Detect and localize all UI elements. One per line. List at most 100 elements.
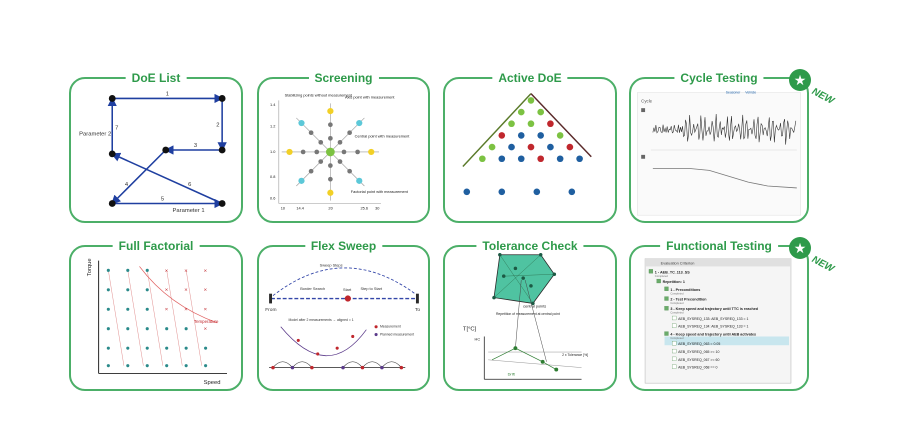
doe-list-diagram: 1 2 3 4 5 6 7 Parameter 2 Parameter 1 [79,92,227,214]
tree-item-status: Completed [670,336,684,340]
to-label: To [415,307,420,313]
sweep-point [271,365,275,370]
design-point [286,148,293,156]
legend-measurement: Measurement [380,325,401,329]
tree-item-status: Completed [655,274,669,278]
card-full-factorial: Full Factorial ×××××××××× Temperature To… [69,237,243,391]
design-point [308,130,314,136]
design-point [538,253,543,257]
step-icon [664,306,669,311]
tick: 25.6 [361,205,369,210]
design-point [537,132,545,139]
new-badge: NEW [809,254,836,275]
design-point [517,132,525,139]
design-point [517,108,525,116]
grid-point [165,364,169,368]
active-doe-diagram [462,93,592,196]
design-point [508,120,515,128]
edge-label: 4 [125,182,129,188]
design-point [327,107,334,115]
design-point [556,132,564,139]
model-point [351,334,355,339]
edge-label: 3 [194,143,197,149]
tree-item[interactable]: 4 - Keep speed and trajectory until AEB … [670,333,756,337]
design-point [527,97,535,104]
design-point [314,149,320,155]
model-point [316,352,320,356]
tick: 0.6 [270,196,275,201]
design-point [527,120,535,128]
design-point [318,159,324,164]
design-point [537,155,545,163]
sweep-point [310,365,314,370]
tree-item[interactable]: 2 - Test Precondition [670,297,707,301]
functional-testing-screenshot: Evaluation Criterion 1 - AEB_TC_113_SSCo… [644,258,792,384]
tree-item[interactable]: AEB_SYSREQ_063 = 0.05 [678,342,720,346]
grid-point [106,364,110,368]
tree-item[interactable]: AEB_SYSREQ_067 >= 60 [678,358,719,362]
axis-label-torque: Torque [87,258,93,276]
card-title: Active DoE [492,69,568,87]
border-search-label: Border Search [300,286,325,291]
tolerance-label: 2 x Tolerance [%] [562,353,588,357]
grid-point [106,346,110,350]
tree-item-status: Completed [670,301,684,305]
tree-item[interactable]: AEB_SYSREQ_134: AEB_SYSREQ_133 = 1 [678,325,748,329]
central-point [325,147,335,157]
tree-item[interactable]: AEB_SYSREQ_133: AEB_SYSREQ_133 = 1 [678,317,748,321]
tree-item[interactable]: 1 - AEB_TC_113_SS [655,270,690,274]
design-point [537,108,545,116]
legend-planned: Planned measurement [380,333,414,337]
design-point [513,266,518,271]
design-point [501,274,506,278]
excluded-point: × [204,307,207,313]
drift-label: Drift [508,371,516,376]
grid-point [184,346,188,350]
grid-point [145,268,149,272]
design-point [568,188,576,196]
screening-label: Stabilizing points without measurement [285,93,353,98]
grid-point [106,307,110,311]
excluded-point: × [184,268,187,274]
card-cycle-testing: Cycle Testing Cycle Seasoner Vehicle ★ N… [629,69,836,223]
card-tolerance-check: Tolerance Check central points Repetitio… [443,237,617,391]
card-active-doe: Active DoE [443,69,617,223]
grid-point [106,327,110,331]
design-point [498,132,506,139]
tree-item[interactable]: AEB_SYSREQ_068 == 0 [678,366,717,370]
tree-header: Evaluation Criterion [661,261,695,266]
screening-label: Central point with measurement [355,133,411,138]
screening-label: Axis point with measurement [345,94,395,99]
tree-item[interactable]: Repetition: 1 [663,280,685,284]
design-point [337,159,343,164]
axis-label-parameter-2: Parameter 2 [79,131,111,137]
tree-item-status: Completed [670,291,684,295]
design-point [566,143,574,151]
tree-item[interactable]: AEB_SYSREQ_065 >= 10 [678,350,719,354]
step-to-start-label: Step to Start [361,286,383,291]
grid-point [126,364,130,368]
grid-point [126,268,130,272]
sweep-point [380,365,384,370]
card-functional-testing: Functional Testing Evaluation Criterion … [629,237,836,391]
card-doe-list: DoE List 1 2 3 4 5 6 7 [69,69,243,223]
grid-point [184,327,188,331]
design-point [308,168,314,174]
grid-point [145,288,149,292]
design-point [547,120,554,128]
excluded-point: × [165,307,168,313]
sweep-point [360,365,365,370]
star-icon: ★ [789,237,811,259]
design-point [337,139,343,145]
curve-label: Temperature [194,319,219,324]
check-icon [672,341,677,346]
tree-item[interactable]: 1 - Preconditions [670,288,700,292]
design-point [488,143,496,151]
design-point [328,122,333,128]
grid-point [204,346,208,350]
model-point [296,338,300,342]
check-icon [672,364,677,369]
flex-sweep-diagram: Sweep Steps Border Search Step to Start … [265,262,420,370]
grid-point [126,327,130,331]
tree-item[interactable]: 3 - Keep speed and trajectory until TTC … [670,307,758,311]
